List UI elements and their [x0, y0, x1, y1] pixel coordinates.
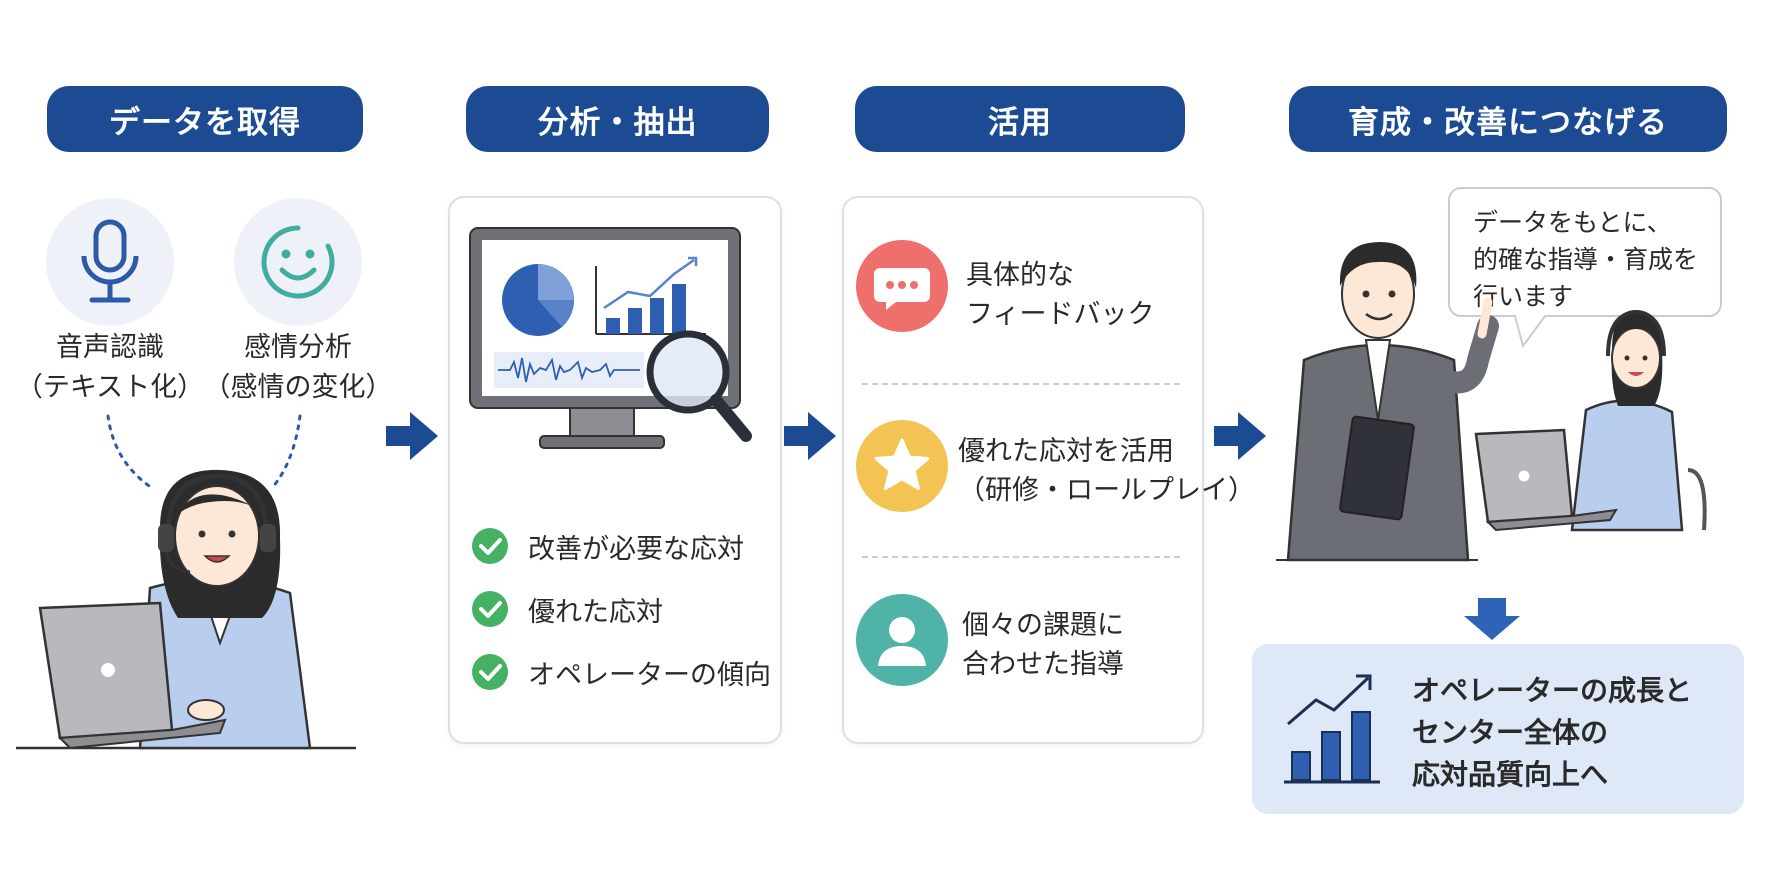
utilize-item-1-line2: フィードバック	[966, 299, 1155, 330]
analyze-item-3: オペレーターの傾向	[470, 652, 771, 692]
person-icon	[878, 617, 926, 666]
result-line-2: センター全体の	[1412, 716, 1609, 749]
result-text: オペレーターの成長と センター全体の 応対品質向上へ	[1412, 670, 1692, 796]
result-line-3: 応対品質向上へ	[1412, 758, 1609, 791]
check-icon	[472, 591, 508, 627]
flow-arrow-3	[1214, 412, 1266, 460]
step-title-analyze: 分析・抽出	[537, 104, 698, 141]
down-arrow	[1464, 598, 1520, 640]
microphone-icon-circle	[46, 198, 174, 326]
step-header-acquire: データを取得	[47, 86, 363, 152]
voice-label-line2: （テキスト化）	[15, 372, 205, 403]
speech-bubble	[1448, 187, 1722, 349]
analyze-item-3-label: オペレーターの傾向	[528, 659, 771, 691]
flow-arrow-1	[386, 412, 438, 460]
feedback-icon-circle	[856, 240, 948, 332]
divider-1	[862, 383, 1180, 385]
microphone-icon	[81, 219, 139, 303]
bubble-line-1: データをもとに、	[1473, 208, 1672, 237]
smile-icon-circle	[234, 198, 362, 326]
speech-bubble-text: データをもとに、 的確な指導・育成を 行います	[1473, 204, 1698, 315]
step-header-utilize: 活用	[855, 86, 1185, 152]
star-icon-circle	[856, 420, 948, 512]
monitor-dashboard-illustration	[469, 227, 752, 449]
step-title-develop: 育成・改善につなげる	[1348, 104, 1668, 141]
analyze-item-2: 優れた応対	[470, 589, 663, 629]
growth-chart-icon	[1284, 674, 1380, 784]
utilize-item-3: 個々の課題に 合わせた指導	[962, 606, 1124, 684]
bubble-line-2: 的確な指導・育成を	[1473, 245, 1699, 274]
step-title-utilize: 活用	[988, 104, 1052, 141]
divider-2	[862, 556, 1180, 558]
step-header-develop: 育成・改善につなげる	[1289, 86, 1727, 152]
utilize-item-1: 具体的な フィードバック	[966, 256, 1154, 334]
analyze-item-1: 改善が必要な応対	[470, 526, 744, 566]
utilize-item-2: 優れた応対を活用 （研修・ロールプレイ）	[958, 432, 1255, 510]
smile-face-icon	[261, 225, 335, 299]
check-icon	[472, 654, 508, 690]
emotion-label-line2: （感情の変化）	[203, 372, 393, 403]
person-icon-circle	[856, 594, 948, 686]
utilize-item-1-line1: 具体的な	[966, 260, 1074, 291]
voice-recognition-label: 音声認識 （テキスト化）	[10, 328, 210, 408]
chat-icon	[874, 268, 930, 310]
emotion-label-line1: 感情分析	[244, 332, 352, 363]
utilize-item-2-line2: （研修・ロールプレイ）	[958, 475, 1255, 506]
utilize-item-2-line1: 優れた応対を活用	[958, 436, 1174, 467]
emotion-analysis-label: 感情分析 （感情の変化）	[198, 328, 398, 408]
voice-label-line1: 音声認識	[56, 332, 164, 363]
trainer-operator-illustration	[1276, 242, 1707, 562]
step-header-analyze: 分析・抽出	[466, 86, 769, 152]
star-icon	[874, 438, 930, 490]
result-box	[1252, 644, 1744, 814]
operator-illustration	[16, 469, 356, 750]
flow-arrow-2	[784, 412, 836, 460]
result-line-1: オペレーターの成長と	[1412, 674, 1693, 707]
check-icon	[472, 528, 508, 564]
utilize-item-3-line1: 個々の課題に	[962, 610, 1124, 641]
connector-dotted-lines	[106, 414, 302, 490]
analyze-item-1-label: 改善が必要な応対	[528, 533, 744, 565]
analyze-item-2-label: 優れた応対	[528, 596, 663, 628]
step-title-acquire: データを取得	[109, 104, 301, 141]
utilize-item-3-line2: 合わせた指導	[962, 649, 1124, 680]
